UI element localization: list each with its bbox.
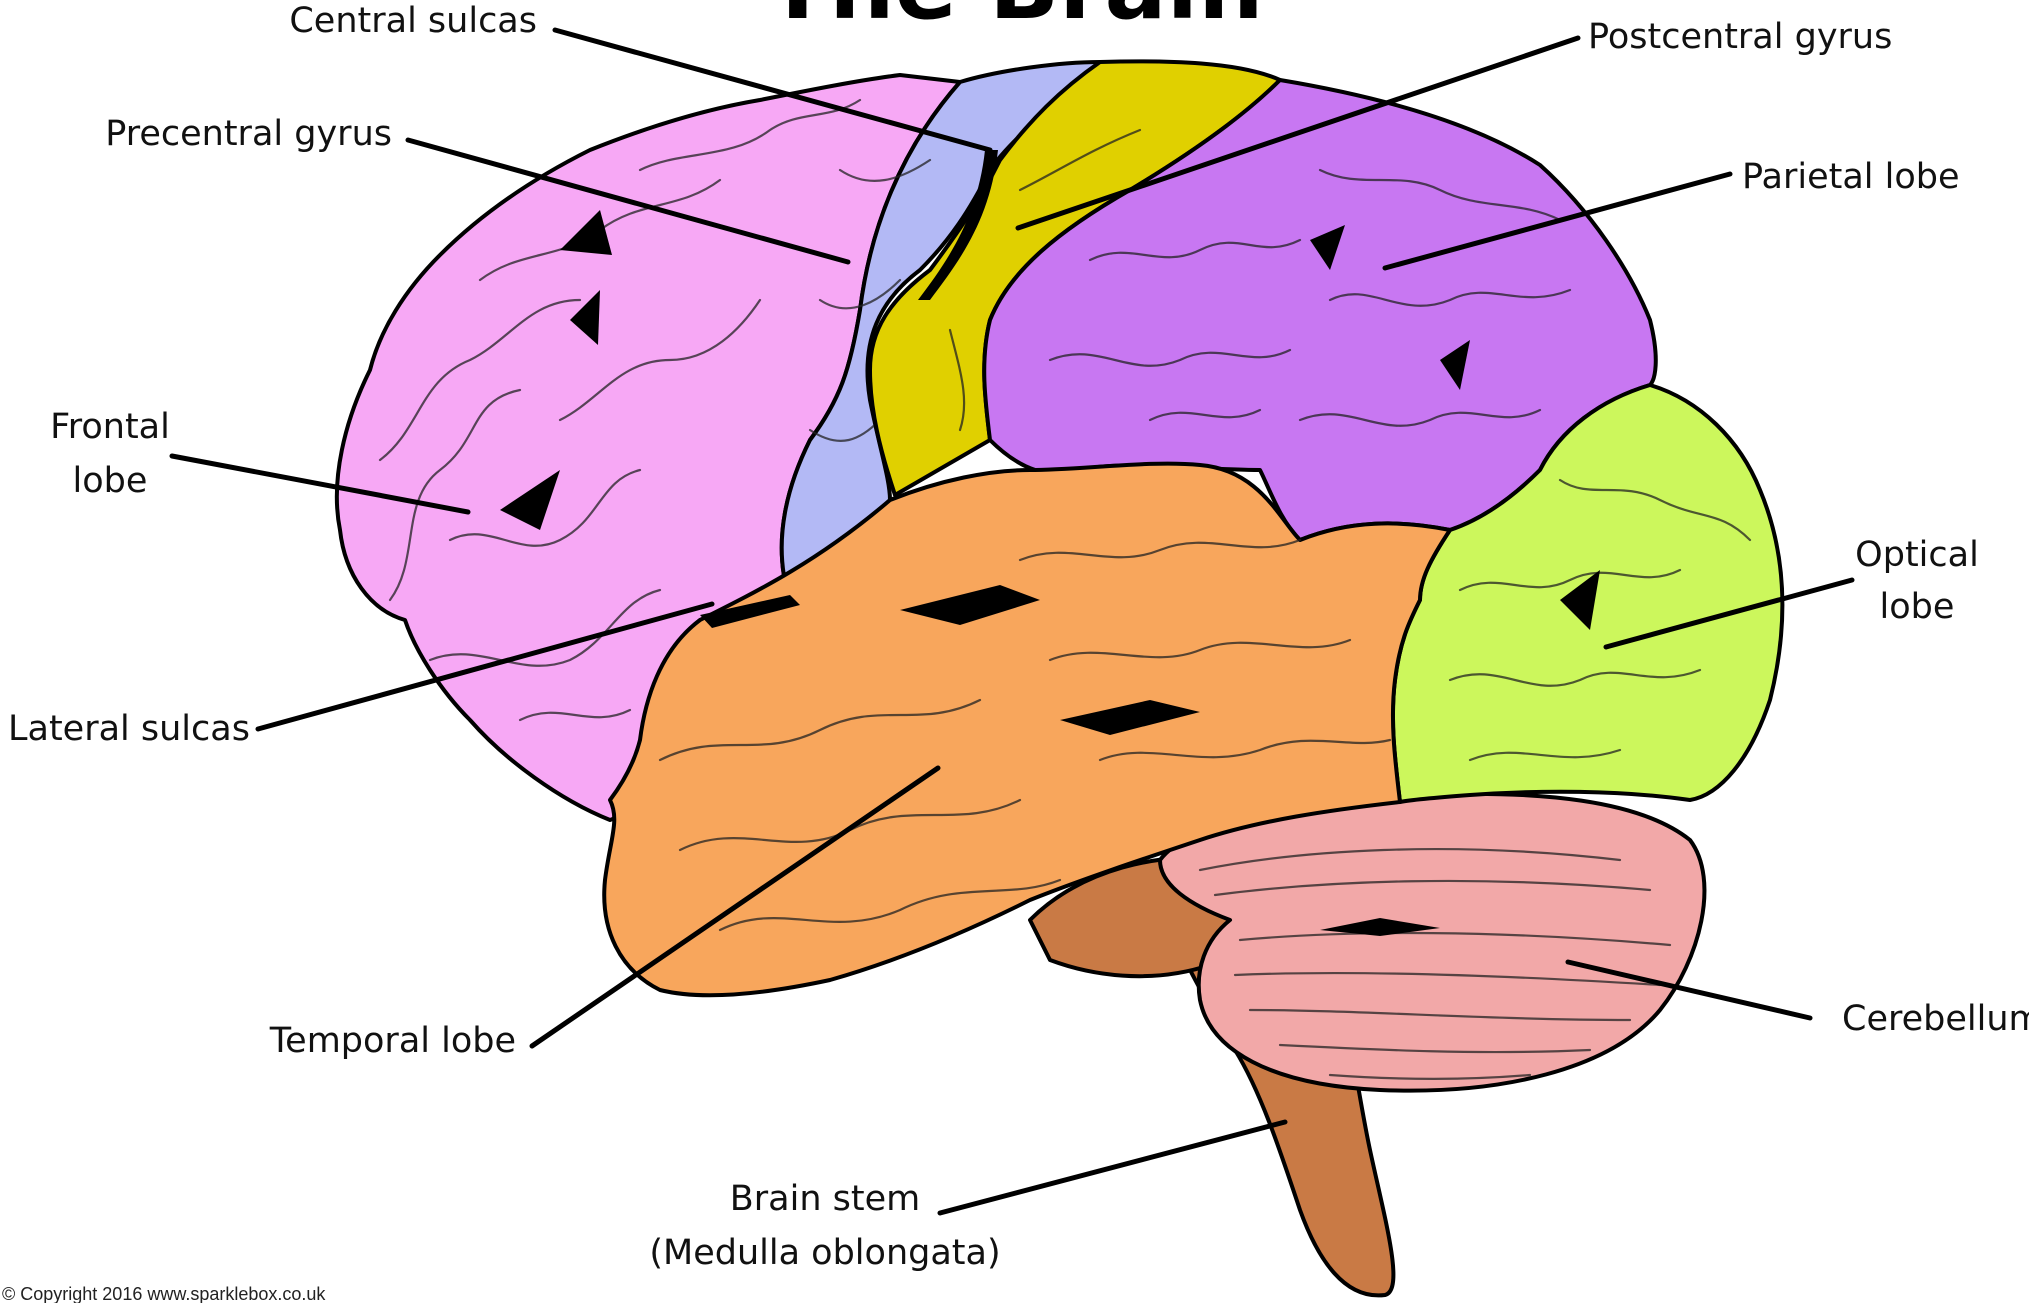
label-parietal-lobe: Parietal lobe	[1742, 157, 1960, 197]
diagram-title: The Brain	[766, 0, 1263, 40]
label-precentral-gyrus: Precentral gyrus	[105, 114, 392, 154]
label-optical-lobe-line1: Optical	[1855, 535, 1979, 575]
label-brain-stem-line1: Brain stem	[730, 1179, 920, 1219]
label-lateral-sulcas: Lateral sulcas	[8, 709, 250, 749]
label-frontal-lobe-line1: Frontal	[50, 407, 170, 447]
label-central-sulcas: Central sulcas	[289, 1, 537, 41]
label-frontal-lobe-line2: lobe	[73, 461, 148, 501]
label-postcentral-gyrus: Postcentral gyrus	[1588, 17, 1892, 57]
copyright-text: © Copyright 2016 www.sparklebox.co.uk	[2, 1284, 326, 1303]
label-cerebellum: Cerebellum	[1842, 999, 2029, 1039]
brain-stem-leader	[940, 1122, 1285, 1213]
label-brain-stem-line2: (Medulla oblongata)	[649, 1233, 1000, 1273]
label-temporal-lobe: Temporal lobe	[269, 1021, 516, 1061]
label-optical-lobe-line2: lobe	[1880, 587, 1955, 627]
